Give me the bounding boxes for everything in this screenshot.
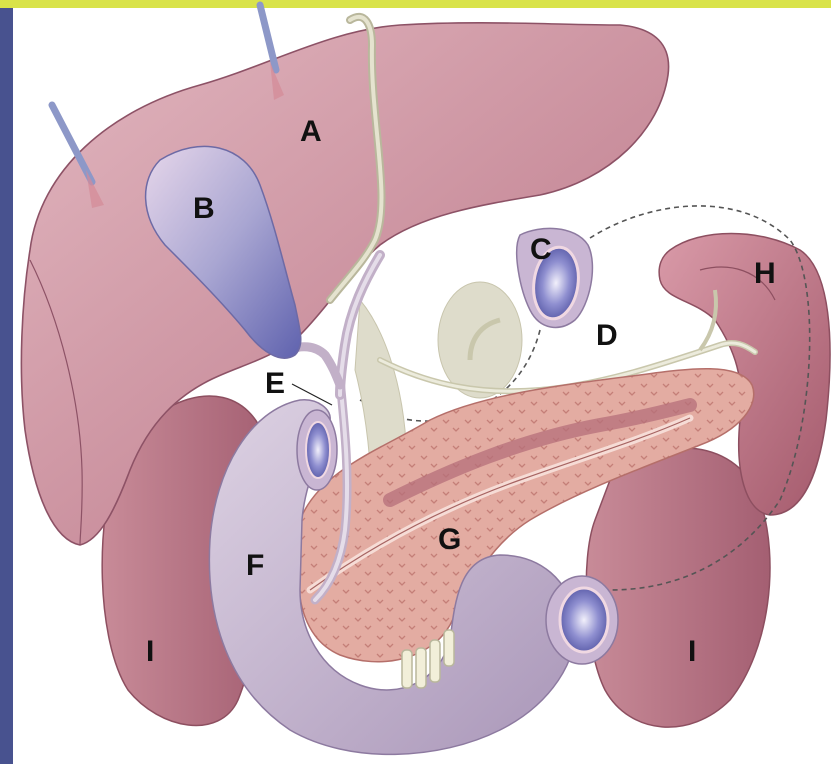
label-b: B — [193, 192, 215, 225]
frame-left-bar — [0, 0, 13, 764]
frame-top-bar — [0, 0, 831, 8]
label-a: A — [300, 115, 322, 148]
right-kidney — [586, 448, 770, 727]
label-i-right: I — [688, 635, 696, 668]
label-g: G — [438, 523, 461, 556]
label-e: E — [265, 367, 285, 400]
label-d: D — [596, 319, 618, 352]
duodenum-lumen-inner — [560, 588, 608, 652]
label-i-left: I — [146, 635, 154, 668]
label-h: H — [754, 257, 776, 290]
portal-vein-lumen-inner — [306, 422, 330, 478]
label-c: C — [530, 233, 552, 266]
label-f: F — [246, 549, 264, 582]
aorta-shadow — [438, 282, 522, 398]
